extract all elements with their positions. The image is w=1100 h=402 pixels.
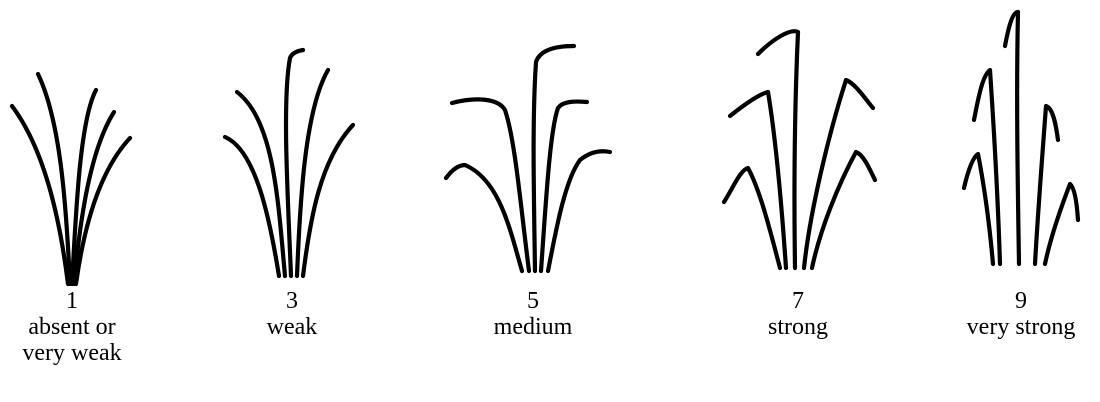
caption-1-label-line-1: absent or bbox=[28, 314, 116, 340]
plant-5-leaf-2 bbox=[449, 97, 532, 274]
plant-3-leaf-5 bbox=[300, 122, 356, 279]
plant-3-leaf-2 bbox=[234, 89, 288, 279]
plant-3-leaf-3 bbox=[283, 47, 306, 279]
plant-9-leaf-3 bbox=[1002, 9, 1022, 267]
plant-1-leaf-4 bbox=[71, 109, 117, 287]
plant-5-leaf-3 bbox=[531, 43, 577, 274]
plant-5-leaf-4 bbox=[538, 99, 590, 274]
caption-9-label: very strong bbox=[966, 314, 1076, 340]
caption-5-label: medium bbox=[493, 314, 573, 340]
caption-1: 1 absent or very weak bbox=[0, 288, 157, 366]
plant-9-drawing bbox=[961, 9, 1081, 267]
caption-9-value: 9 bbox=[1015, 288, 1027, 314]
plant-3-drawing bbox=[222, 47, 356, 279]
plant-3-leaf-4 bbox=[294, 67, 331, 279]
caption-7-value: 7 bbox=[792, 288, 804, 314]
plant-7-drawing bbox=[721, 29, 878, 271]
plant-7-leaf-5 bbox=[809, 149, 878, 271]
caption-3-value: 3 bbox=[286, 288, 298, 314]
plant-9-leaf-5 bbox=[1042, 181, 1081, 267]
caption-3-label: weak bbox=[266, 314, 318, 340]
plant-7-leaf-2 bbox=[727, 89, 789, 271]
plant-9-leaf-4 bbox=[1032, 103, 1061, 267]
plant-7-leaf-4 bbox=[801, 77, 876, 271]
plant-1-leaf-1 bbox=[9, 103, 71, 287]
plant-9-leaf-1 bbox=[961, 151, 996, 267]
caption-9: 9 very strong bbox=[936, 288, 1100, 340]
caption-5-value: 5 bbox=[527, 288, 539, 314]
plant-1-leaf-5 bbox=[73, 135, 133, 287]
caption-3: 3 weak bbox=[207, 288, 377, 340]
caption-7: 7 strong bbox=[713, 288, 883, 340]
plant-9-leaf-2 bbox=[971, 67, 1003, 267]
plant-5-leaf-5 bbox=[545, 149, 613, 274]
caption-1-value: 1 bbox=[66, 288, 78, 314]
plant-7-leaf-1 bbox=[721, 165, 783, 271]
caption-7-label: strong bbox=[768, 314, 828, 340]
plant-5-drawing bbox=[443, 43, 613, 274]
plant-1-drawing bbox=[9, 71, 133, 287]
caption-5: 5 medium bbox=[448, 288, 618, 340]
plant-7-leaf-3 bbox=[755, 29, 801, 271]
plant-1-leaf-2 bbox=[35, 71, 73, 287]
plant-5-leaf-1 bbox=[443, 162, 525, 274]
plant-3-leaf-1 bbox=[222, 134, 282, 279]
caption-1-label-line-2: very weak bbox=[22, 340, 122, 366]
plant-1-leaf-3 bbox=[69, 87, 99, 287]
